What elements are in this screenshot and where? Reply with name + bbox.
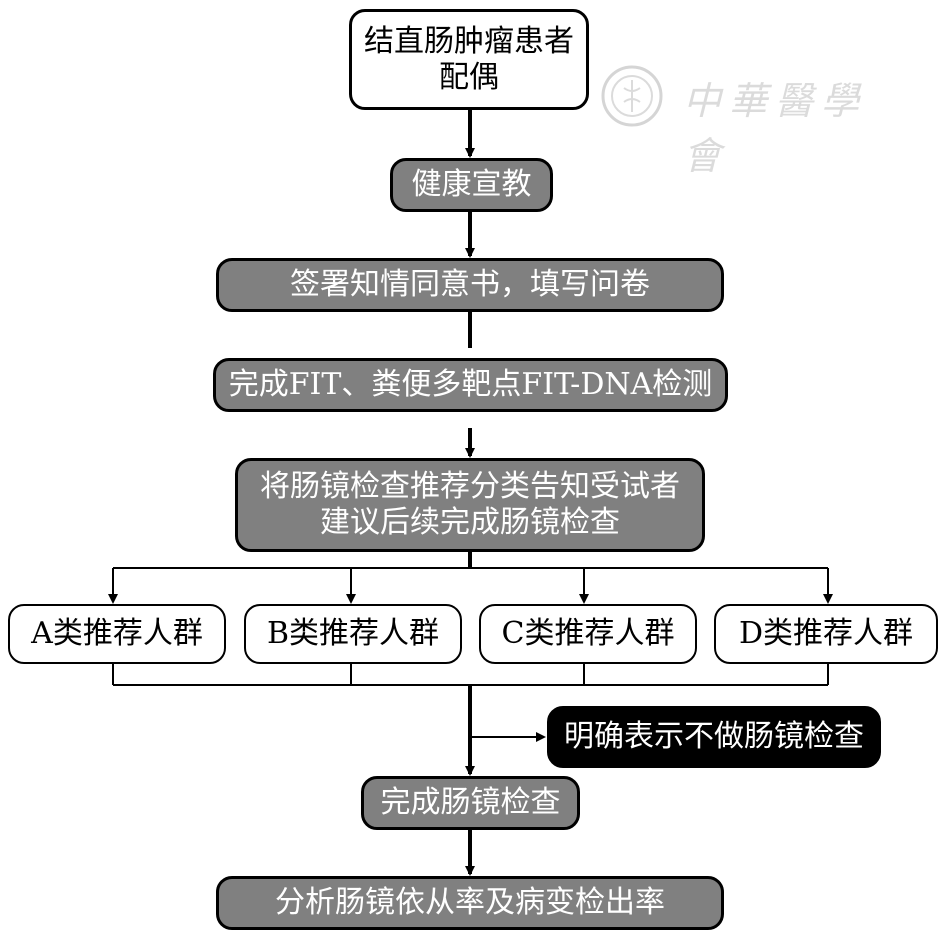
node-analysis: 分析肠镜依从率及病变检出率: [216, 876, 724, 930]
node-group-d: D类推荐人群: [714, 604, 938, 664]
node-refuse: 明确表示不做肠镜检查: [547, 706, 881, 768]
node-group-a-label: A类推荐人群: [31, 616, 203, 651]
node-testing: 完成FIT、粪便多靶点FIT-DNA检测: [213, 358, 728, 412]
node-analysis-label: 分析肠镜依从率及病变检出率: [275, 885, 665, 920]
node-complete: 完成肠镜检查: [361, 776, 580, 830]
watermark-text: 中華醫學會: [683, 79, 868, 178]
node-group-c: C类推荐人群: [479, 604, 697, 664]
watermark: 中華醫學會: [598, 62, 898, 178]
node-notify-label: 将肠镜检查推荐分类告知受试者 建议后续完成肠镜检查: [260, 469, 680, 540]
node-group-b-label: B类推荐人群: [266, 616, 440, 651]
node-group-d-label: D类推荐人群: [738, 616, 914, 651]
node-refuse-label: 明确表示不做肠镜检查: [564, 719, 864, 754]
node-complete-label: 完成肠镜检查: [380, 785, 561, 820]
node-consent: 签署知情同意书，填写问卷: [216, 258, 724, 312]
node-start: 结直肠肿瘤患者 配偶: [349, 9, 589, 110]
node-education: 健康宣教: [390, 158, 553, 212]
node-group-c-label: C类推荐人群: [501, 616, 675, 651]
node-notify: 将肠镜检查推荐分类告知受试者 建议后续完成肠镜检查: [235, 458, 705, 552]
node-group-a: A类推荐人群: [8, 604, 226, 664]
node-consent-label: 签署知情同意书，填写问卷: [290, 267, 650, 302]
node-testing-label: 完成FIT、粪便多靶点FIT-DNA检测: [228, 367, 713, 402]
association-emblem-icon: [601, 65, 663, 127]
node-education-label: 健康宣教: [411, 167, 532, 202]
node-start-label: 结直肠肿瘤患者 配偶: [364, 23, 574, 95]
node-group-b: B类推荐人群: [244, 604, 462, 664]
